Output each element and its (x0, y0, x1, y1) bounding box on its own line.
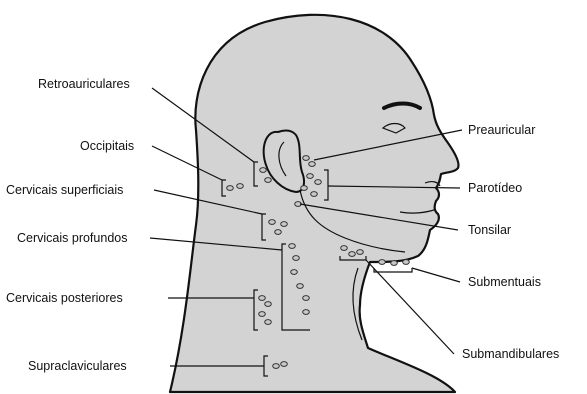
lymph-node (301, 186, 308, 191)
label-cervicais-posteriores: Cervicais posteriores (6, 291, 123, 305)
label-cervicais-superficiais: Cervicais superficiais (6, 183, 123, 197)
lymph-node (265, 320, 272, 325)
lymph-node (341, 246, 348, 251)
label-submandibulares: Submandibulares (462, 347, 559, 361)
lymph-node (311, 192, 318, 197)
lymph-node (349, 252, 356, 257)
lymph-node (315, 180, 322, 185)
submental-nodes (379, 260, 410, 266)
lymph-node (307, 174, 314, 179)
label-parotideo: Parotídeo (468, 181, 522, 195)
label-preauricular: Preauricular (468, 123, 535, 137)
lymph-node (259, 296, 266, 301)
lymph-node (269, 220, 276, 225)
lymph-node (281, 222, 288, 227)
lymph-node (293, 256, 300, 261)
lymph-node (265, 178, 272, 183)
label-submentuais: Submentuais (468, 275, 541, 289)
lymph-node (291, 270, 298, 275)
label-retroauriculares: Retroauriculares (38, 77, 130, 91)
lymph-node (303, 156, 310, 161)
lymph-node (303, 310, 310, 315)
lymph-node (259, 312, 266, 317)
lymph-node (303, 296, 310, 301)
label-tonsilar: Tonsilar (468, 223, 511, 237)
lymph-node (260, 168, 267, 173)
lymph-node (227, 186, 234, 191)
lymph-node (309, 162, 316, 167)
lymph-node (391, 261, 398, 266)
leader-submandibulares (366, 260, 454, 354)
lymph-node (237, 184, 244, 189)
lymph-node (379, 260, 386, 265)
lymph-node (403, 260, 410, 265)
label-occipitais: Occipitais (80, 139, 134, 153)
label-cervicais-profundos: Cervicais profundos (17, 231, 127, 245)
lymph-node (275, 230, 282, 235)
leader-submentuais (412, 268, 460, 282)
lymph-node (357, 250, 364, 255)
lymph-node (297, 284, 304, 289)
lymph-node (265, 302, 272, 307)
lymph-node (273, 364, 280, 369)
bracket-submental (374, 268, 412, 272)
lymph-node (281, 362, 288, 367)
lymph-node (289, 244, 296, 249)
label-supraclaviculares: Supraclaviculares (28, 359, 127, 373)
